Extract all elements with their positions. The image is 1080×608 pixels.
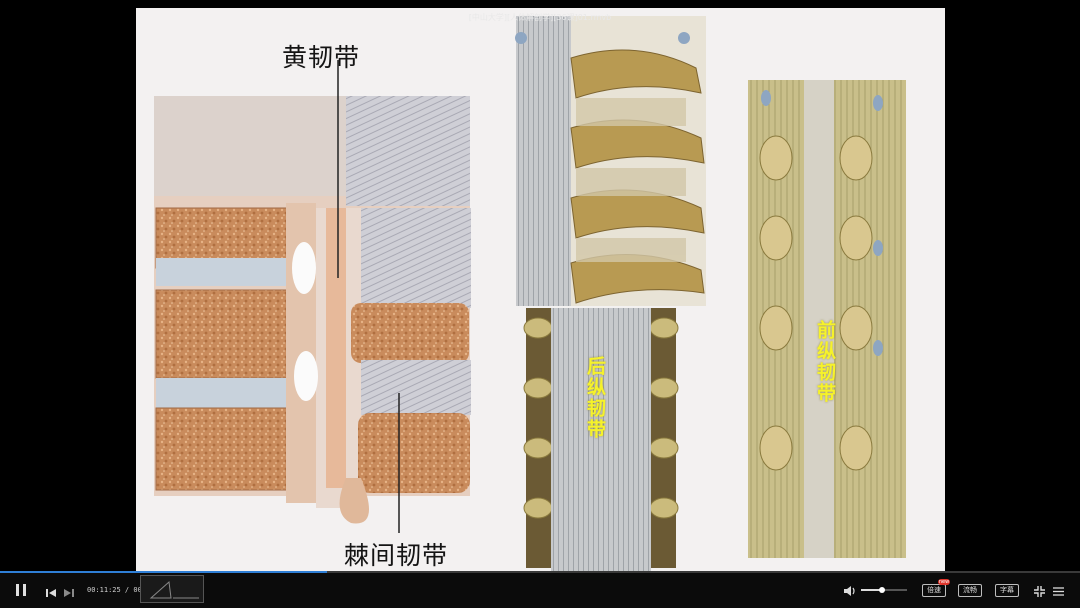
progress-bar[interactable] [0, 571, 1080, 573]
volume-icon [844, 586, 855, 596]
volume-knob[interactable] [878, 587, 885, 593]
previous-button[interactable] [45, 584, 57, 597]
anatomy-illustration [154, 16, 906, 571]
player-controls: 00:11:25 / 00:37:42 倍速 new 流畅 字幕 [0, 571, 1080, 608]
exit-fullscreen-button[interactable] [1033, 583, 1046, 597]
time-current: 00:11:25 [87, 586, 121, 594]
speed-button[interactable]: 倍速 [922, 584, 946, 597]
exit-fullscreen-icon [1034, 586, 1045, 597]
next-button[interactable] [63, 584, 75, 597]
time-separator: / [120, 586, 134, 594]
next-icon [64, 589, 74, 597]
volume-button[interactable] [843, 583, 857, 597]
volume-slider[interactable] [861, 587, 907, 593]
video-title: [中山大学][人体解剖学][36课]01.rmvb [468, 13, 612, 22]
playlist-icon [1053, 587, 1064, 596]
posterior-longitudinal-label: 后纵韧带 [584, 356, 606, 440]
interspinous-ligament-label: 棘间韧带 [344, 541, 449, 570]
progress-fill [0, 571, 328, 573]
quality-button[interactable]: 流畅 [958, 584, 982, 597]
volume-fill [861, 589, 882, 591]
video-frame[interactable]: 黄韧带 棘间韧带 后纵韧带 前纵韧带 [136, 8, 945, 571]
pause-button[interactable] [13, 582, 29, 598]
subtitle-button[interactable]: 字幕 [995, 584, 1019, 597]
anterior-longitudinal-label: 前纵韧带 [814, 320, 836, 404]
ligamentum-flavum-label: 黄韧带 [282, 43, 361, 72]
playlist-button[interactable] [1052, 583, 1065, 596]
pause-icon [16, 584, 19, 596]
new-badge: new [938, 579, 950, 585]
previous-icon [46, 589, 56, 597]
frame-preview-thumbnail [140, 575, 204, 603]
